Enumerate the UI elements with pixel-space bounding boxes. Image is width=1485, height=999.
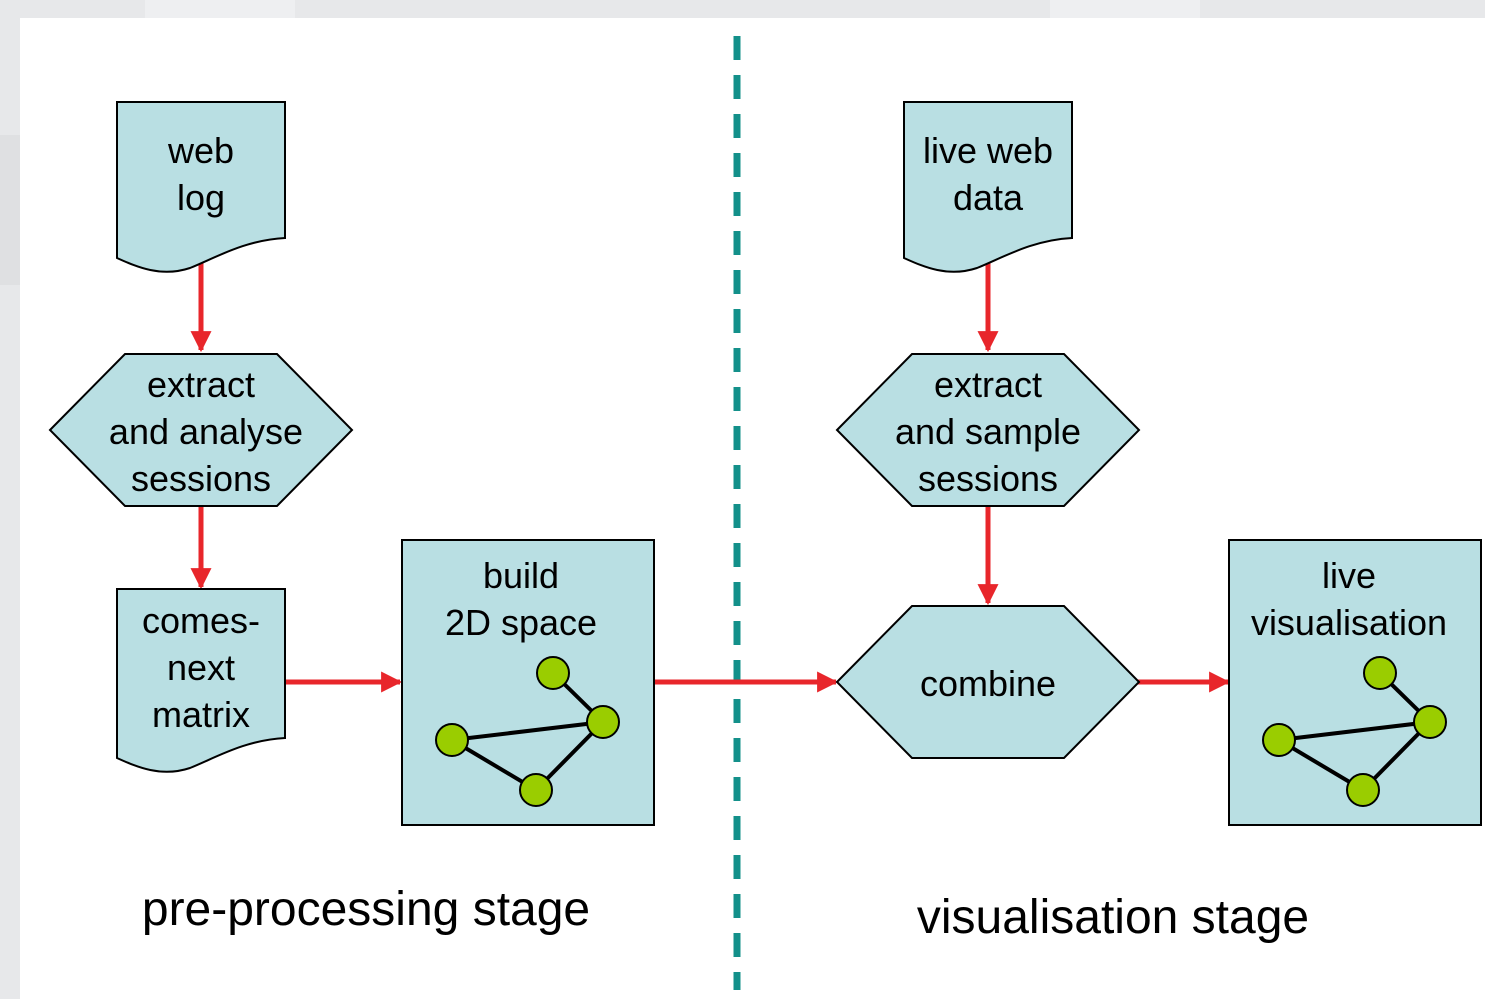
node-comes-next-matrix: comes-next matrix [116,588,286,773]
node-web-log: web log [116,101,286,273]
node-live-visualisation: live visualisation [1228,539,1482,826]
extract-analyse-line-2: and analyse [109,411,303,452]
comes-next-line-1: comes- [142,600,260,641]
graph-node-icon [1413,705,1447,739]
node-extract-analyse: extract and analyse sessions [48,353,354,507]
build-2d-line-1: build [483,555,559,596]
live-web-line-1: live web [923,130,1053,171]
web-log-line-1: web [167,130,234,171]
extract-sample-shape [835,353,1141,507]
stage-label-left: pre-processing stage [142,883,590,936]
extract-analyse-line-3: sessions [131,458,271,499]
extract-analyse-shape [48,353,354,507]
graph-node-icon [586,705,620,739]
build-2d-line-2: 2D space [445,602,597,643]
comes-next-line-2: next [167,647,235,688]
node-extract-sample: extract and sample sessions [835,353,1141,507]
graph-node-icon [519,773,553,807]
svg-text:combine: combine [920,663,1056,704]
extract-sample-line-3: sessions [918,458,1058,499]
extract-sample-line-1: extract [934,364,1042,405]
comes-next-line-3: matrix [152,694,250,735]
extract-analyse-line-1: extract [147,364,255,405]
graph-node-icon [536,656,570,690]
arrows [190,262,1231,693]
node-combine: combine [835,605,1141,759]
node-live-web-data: live web data [903,101,1073,273]
graph-node-icon [1262,723,1296,757]
extract-sample-line-2: and sample [895,411,1081,452]
live-web-line-2: data [953,177,1024,218]
stage-label-right: visualisation stage [917,891,1309,944]
background-band [1050,0,1200,18]
graph-node-icon [435,723,469,757]
combine-shape [835,605,1141,759]
web-log-line-2: log [177,177,225,218]
background-band [0,135,20,285]
combine-line-1: combine [920,663,1056,704]
node-build-2d-space: build 2D space [401,539,655,826]
live-vis-line-1: live [1322,555,1376,596]
graph-icon [435,656,620,807]
live-vis-line-2: visualisation [1251,602,1447,643]
graph-icon [1262,656,1447,807]
graph-node-icon [1363,656,1397,690]
comes-next-shape [116,588,286,773]
background-band [145,0,295,18]
live-web-shape [903,101,1073,273]
graph-node-icon [1346,773,1380,807]
web-log-shape [116,101,286,273]
